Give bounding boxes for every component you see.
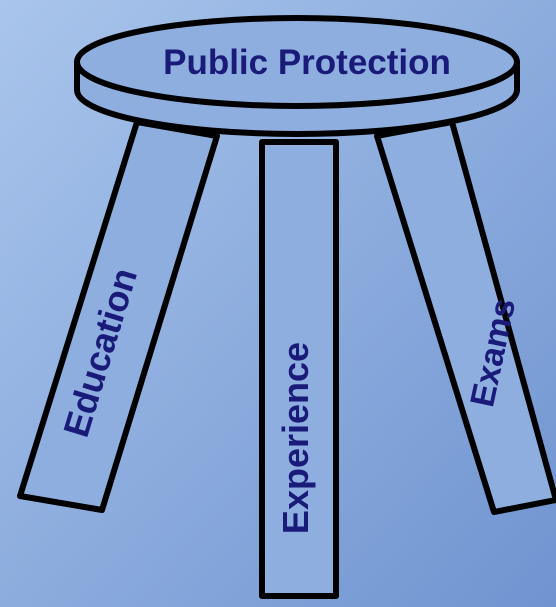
- leg-center-label: Experience: [275, 342, 316, 534]
- stool-seat: Public Protection: [74, 15, 520, 137]
- leg-center: Experience: [259, 139, 339, 599]
- seat-label: Public Protection: [163, 43, 451, 82]
- seat-top: [74, 15, 520, 109]
